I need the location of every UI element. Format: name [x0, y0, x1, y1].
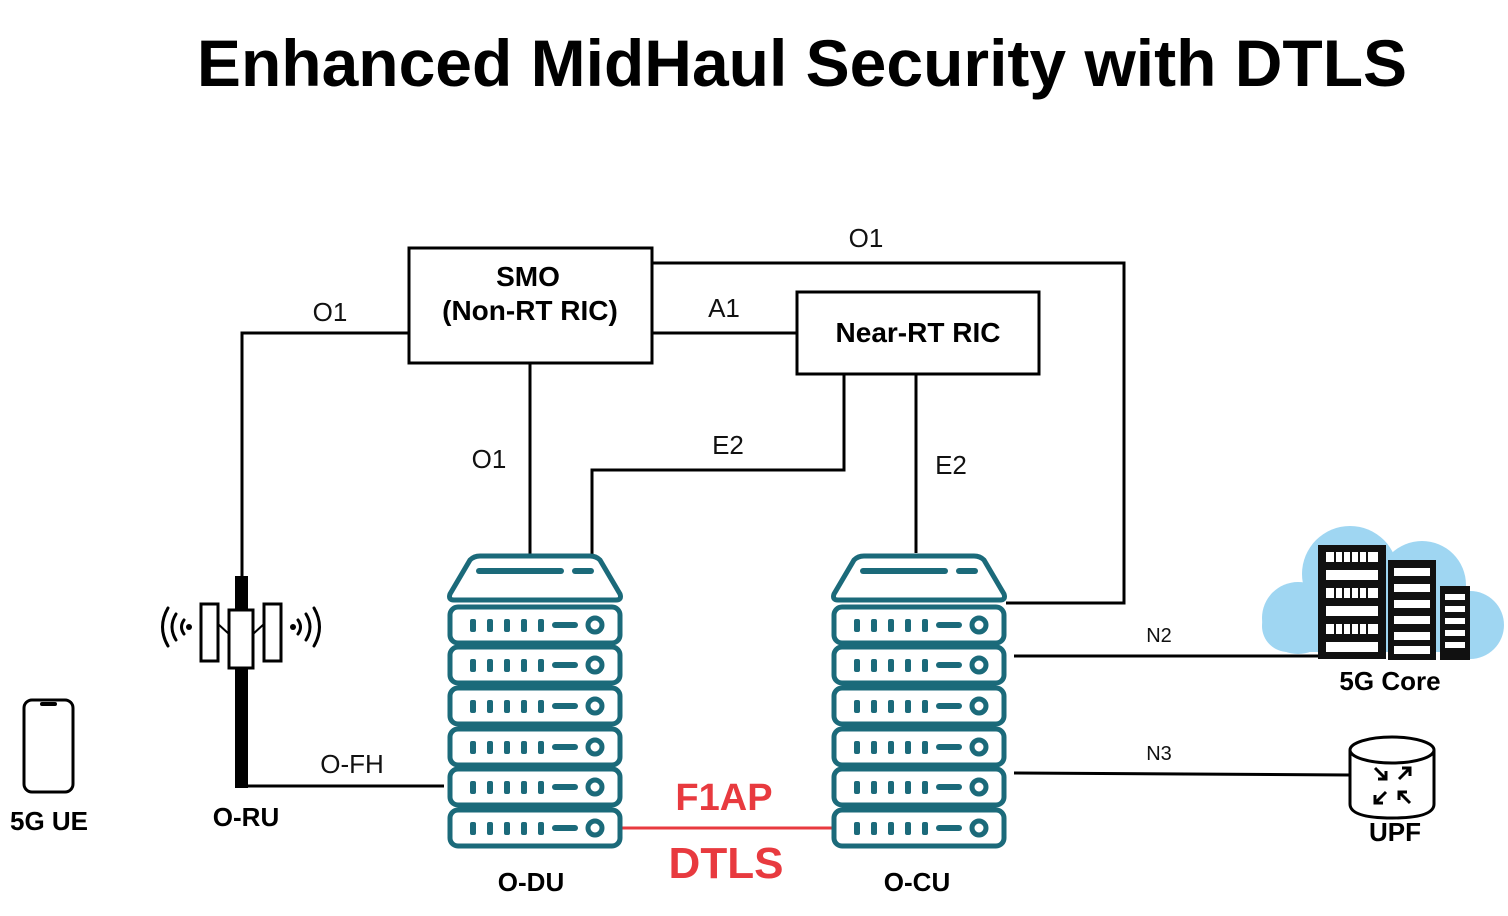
label-a1: A1 — [708, 293, 740, 323]
smo-node: SMO (Non-RT RIC) — [407, 246, 654, 365]
page-title: Enhanced MidHaul Security with DTLS — [197, 26, 1407, 100]
core-server-rack-icon — [1318, 545, 1470, 660]
o-du-label: O-DU — [498, 867, 564, 897]
near-rt-ric-node: Near-RT RIC — [795, 290, 1041, 376]
link-o1-smo-oru — [240, 331, 409, 580]
upf-router-icon — [1348, 735, 1436, 820]
o-ru-antenna-icon — [161, 576, 321, 788]
core-label: 5G Core — [1339, 666, 1440, 696]
near-rt-ric-label: Near-RT RIC — [836, 317, 1001, 348]
label-dtls: DTLS — [669, 839, 784, 888]
label-f1ap: F1AP — [675, 777, 772, 819]
o-cu-server-icon — [831, 553, 1007, 846]
smo-label: SMO — [496, 261, 560, 292]
link-o1-smo-ocu — [652, 261, 1126, 605]
link-e2-ric-odu — [590, 375, 846, 556]
o-du-server-icon — [447, 553, 623, 846]
label-e2-ric-ocu: E2 — [935, 450, 967, 480]
ue-label: 5G UE — [10, 806, 88, 836]
label-ofh: O-FH — [320, 749, 384, 779]
link-n3 — [1013, 771, 1351, 777]
phone-icon — [22, 698, 75, 794]
label-e2-ric-odu: E2 — [712, 430, 744, 460]
label-n3: N3 — [1146, 743, 1172, 765]
o-cu-label: O-CU — [884, 867, 950, 897]
core-cloud-icon — [1262, 526, 1504, 660]
label-n2: N2 — [1146, 625, 1172, 647]
label-o1-smo-odu: O1 — [472, 444, 507, 474]
upf-label: UPF — [1369, 817, 1421, 847]
label-o1-smo-ocu: O1 — [849, 223, 884, 253]
smo-sublabel: (Non-RT RIC) — [442, 295, 618, 326]
label-o1-smo-oru: O1 — [313, 297, 348, 327]
o-ru-label: O-RU — [213, 802, 279, 832]
